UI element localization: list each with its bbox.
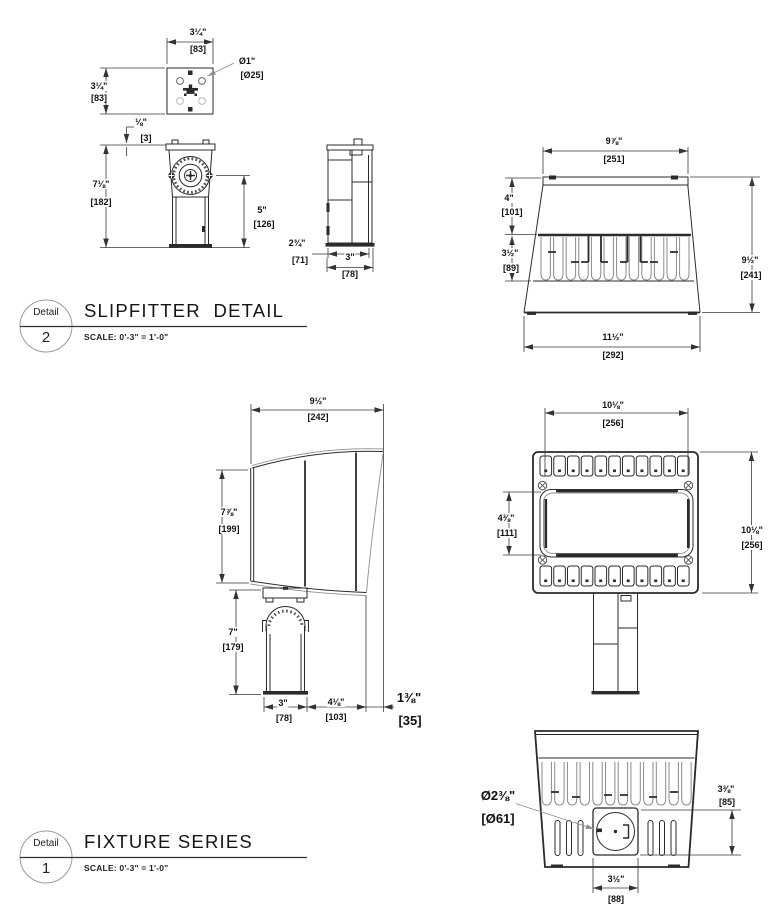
slipfitter-plate-view: [100, 38, 235, 115]
dim-sf-plate-w-in: 3¼": [188, 27, 208, 38]
dim-plan-center-mm: [111]: [495, 528, 519, 539]
slipfitter-side-view: [312, 138, 375, 272]
dim-side-mount-h-mm: [179]: [221, 642, 245, 653]
dim-rear-h-mm: [241]: [739, 270, 763, 281]
dim-sf-plate-t-in: ⅛": [134, 117, 148, 128]
dim-rear-upper-h-mm: [101]: [500, 207, 524, 218]
detail-2-title: SLIPFITTER DETAIL: [84, 300, 285, 321]
detail-1-title: FIXTURE SERIES: [84, 831, 253, 852]
fixture-bottom-view: [513, 730, 741, 893]
dim-bot-w-mm: [88]: [606, 894, 626, 905]
dim-side-tip-mm: [35]: [397, 713, 423, 729]
dim-plan-w-in: 10⅛": [601, 400, 625, 411]
dim-rear-fin-h-mm: [89]: [501, 263, 521, 274]
dim-plan-h-in: 10⅛": [740, 525, 764, 536]
fixture-plan-view: [503, 408, 758, 695]
detail-2-number: 2: [41, 329, 51, 346]
detail-1-badge: [19, 830, 307, 884]
dim-side-pole-w-in: 3": [277, 698, 289, 709]
dim-rear-top-w-in: 9⅞": [604, 136, 624, 147]
dim-side-mount-h-in: 7": [227, 627, 239, 638]
dim-rear-h-in: 9½": [740, 255, 760, 266]
dim-side-body-h-in: 7⅞": [219, 507, 239, 518]
dim-rear-bot-w-in: 11½": [601, 332, 625, 343]
dim-side-tip-in: 1⅜": [395, 690, 423, 706]
detail-1-badge-label: Detail: [33, 838, 59, 849]
dim-sf-d-mm: [71]: [290, 255, 310, 266]
dim-rear-fin-h-in: 3½": [500, 248, 520, 259]
dim-side-body-h-mm: [199]: [217, 524, 241, 535]
detail-2-badge-label: Detail: [33, 307, 59, 318]
dim-sf-hole-in: Ø1": [237, 56, 257, 67]
dim-sf-body-h-in: 5": [256, 205, 268, 216]
dim-sf-w-mm: [78]: [340, 269, 360, 280]
dim-side-w-mm: [242]: [306, 412, 330, 423]
dim-side-offset-mm: [103]: [324, 712, 348, 723]
dim-sf-plate-h-in: 3¼": [89, 81, 109, 92]
dim-sf-d-in: 2¾": [287, 238, 307, 249]
fixture-side-view: [216, 404, 394, 712]
fixture-rear-view: [505, 147, 760, 352]
dim-bot-right-in: 3⅜": [716, 784, 736, 795]
detail-1-number: 1: [41, 860, 51, 877]
dim-plan-h-mm: [256]: [740, 540, 764, 551]
dim-plan-center-in: 4⅜": [496, 513, 516, 524]
dim-plan-w-mm: [256]: [601, 418, 625, 429]
dim-bot-w-in: 3½": [606, 874, 626, 885]
dim-bot-hole-in: Ø2⅜": [479, 788, 517, 804]
detail-2-badge: [19, 299, 307, 353]
slipfitter-front-view: [100, 126, 250, 249]
dim-side-w-in: 9½": [308, 396, 328, 407]
dim-side-offset-in: 4⅛": [326, 697, 346, 708]
dim-bot-hole-mm: [Ø61]: [480, 811, 516, 827]
dim-rear-top-w-mm: [251]: [602, 154, 626, 165]
dim-sf-body-h-mm: [126]: [252, 219, 276, 230]
dim-side-pole-w-mm: [78]: [274, 713, 294, 724]
dim-sf-plate-h-mm: [83]: [89, 93, 109, 104]
detail-2-scale: SCALE: 0'-3" = 1'-0": [84, 332, 169, 342]
dim-sf-plate-w-mm: [83]: [188, 44, 208, 55]
dim-sf-h-mm: [182]: [89, 197, 113, 208]
dim-rear-upper-h-in: 4": [503, 193, 515, 204]
dim-sf-h-in: 7⅛": [91, 179, 111, 190]
dim-sf-hole-mm: [Ø25]: [239, 70, 265, 81]
dim-rear-bot-w-mm: [292]: [601, 350, 625, 361]
dim-sf-plate-t-mm: [3]: [139, 133, 153, 144]
dim-sf-w-in: 3": [344, 252, 356, 263]
detail-1-scale: SCALE: 0'-3" = 1'-0": [84, 863, 169, 873]
dim-bot-right-mm: [85]: [717, 797, 737, 808]
